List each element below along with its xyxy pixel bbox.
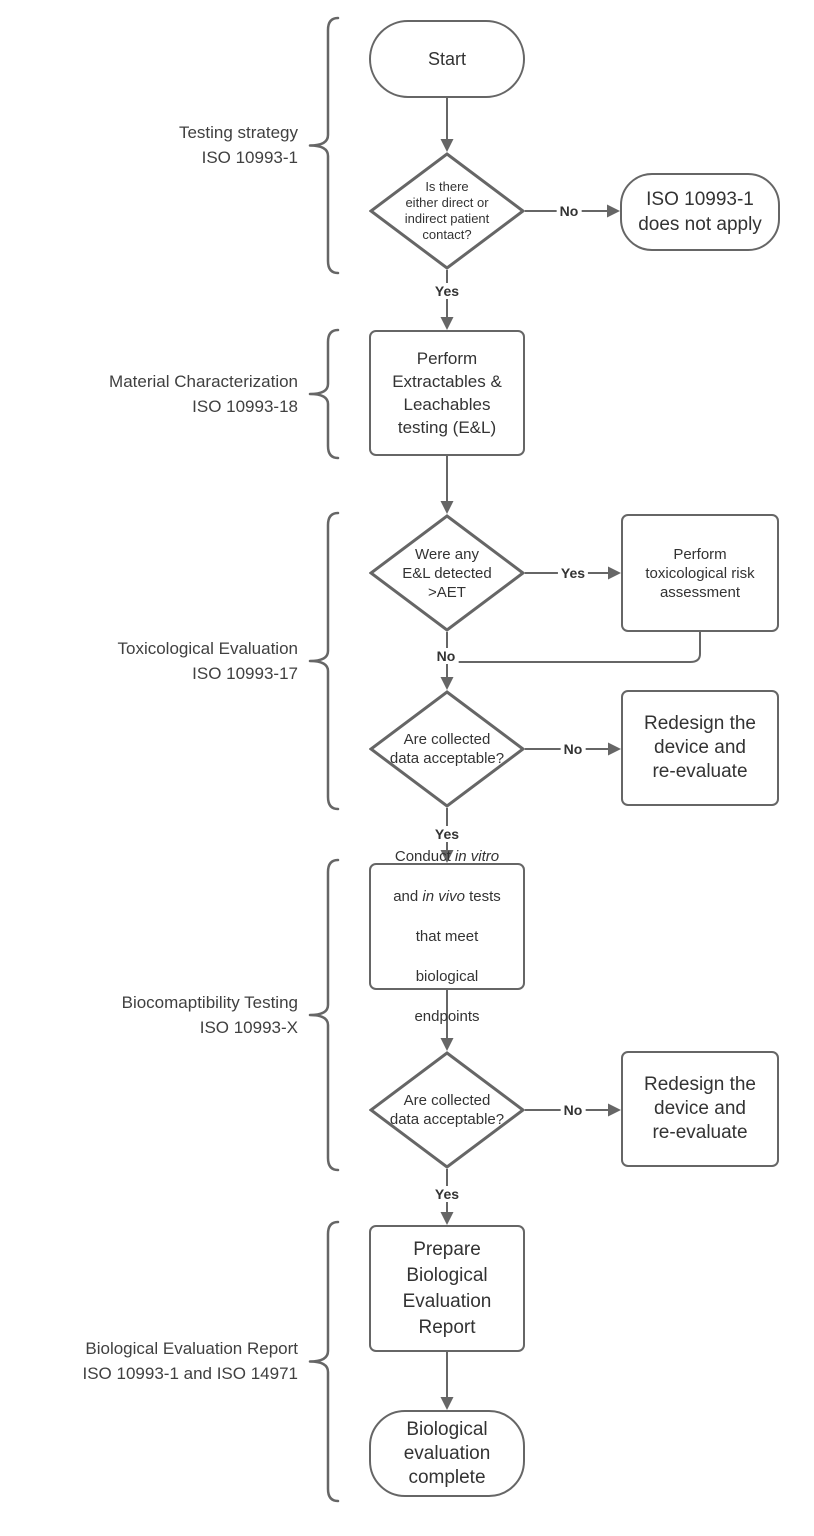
node-evaluation-complete: Biological evaluation complete [369, 1410, 525, 1497]
node-data-decision-1-label: Are collected data acceptable? [389, 731, 505, 767]
text-segment: tests [464, 887, 501, 905]
node-aet-decision: Were any E&L detected >AET [369, 514, 525, 632]
node-prepare-report: Prepare Biological Evaluation Report [369, 1225, 525, 1352]
node-does-not-apply: ISO 10993-1 does not apply [620, 173, 780, 251]
node-redesign-2-label: Redesign the device and re-evaluate [644, 1074, 756, 1143]
section-label-line: Toxicological Evaluation [117, 639, 299, 658]
diamond-shape-icon [369, 1051, 525, 1169]
section-label-line: ISO 10993-17 [192, 664, 298, 683]
section-label-line: Biological Evaluation Report [85, 1339, 298, 1358]
node-start: Start [369, 20, 525, 98]
text-segment: and [393, 887, 423, 905]
line-toxrisk-return [447, 632, 701, 663]
arrow-eandl-to-aet [440, 456, 454, 514]
edge-label-contact-no: No [556, 203, 582, 219]
node-redesign-1-label: Redesign the device and re-evaluate [644, 713, 756, 782]
node-redesign-2: Redesign the device and re-evaluate [621, 1051, 779, 1167]
node-tox-risk-assessment-label: Perform toxicological risk assessment [645, 545, 755, 601]
edge-label-data1-yes: Yes [431, 826, 463, 842]
edge-label-aet-no: No [433, 648, 459, 664]
node-eandl-testing: Perform Extractables & Leachables testin… [369, 330, 525, 456]
text-segment: Conduct [394, 847, 455, 865]
section-label-line: ISO 10993-18 [192, 397, 298, 416]
node-redesign-1: Redesign the device and re-evaluate [621, 690, 779, 806]
node-contact-decision-label: Is there either direct or indirect patie… [404, 179, 490, 242]
edge-label-data2-no: No [560, 1102, 586, 1118]
node-tox-risk-assessment: Perform toxicological risk assessment [621, 514, 779, 632]
diamond-shape-icon [369, 152, 525, 270]
section-label-testing-strategy: Testing strategy ISO 10993-1 [18, 120, 298, 170]
node-start-label: Start [427, 48, 466, 69]
node-data-decision-2: Are collected data acceptable? [369, 1051, 525, 1169]
node-conduct-tests: Conduct in vitro and in vivo tests that … [369, 848, 525, 1025]
section-label-line: ISO 10993-1 and ISO 14971 [82, 1364, 299, 1383]
section-label-line: Testing strategy [178, 123, 298, 142]
section-label-material-characterization: Material Characterization ISO 10993-18 [18, 369, 298, 419]
brace-biocompatibility-testing [308, 858, 340, 1172]
node-contact-decision: Is there either direct or indirect patie… [369, 152, 525, 270]
section-label-line: ISO 10993-X [199, 1018, 298, 1037]
node-does-not-apply-label: ISO 10993-1 does not apply [638, 189, 762, 235]
brace-biological-evaluation-report [308, 1220, 340, 1503]
text-segment: endpoints [414, 1007, 480, 1025]
node-eandl-testing-label: Perform Extractables & Leachables testin… [392, 349, 502, 437]
edge-label-contact-yes: Yes [431, 283, 463, 299]
brace-material-characterization [308, 328, 340, 460]
section-label-biological-evaluation-report: Biological Evaluation Report ISO 10993-1… [18, 1336, 299, 1386]
arrow-prepare-to-complete [440, 1352, 454, 1410]
diamond-shape-icon [369, 690, 525, 808]
text-segment-italic: in vivo [422, 887, 465, 905]
section-label-line: Material Characterization [109, 372, 298, 391]
node-prepare-report-label: Prepare Biological Evaluation Report [402, 1238, 492, 1338]
section-label-line: ISO 10993-1 [201, 148, 298, 167]
brace-testing-strategy [308, 16, 340, 275]
node-data-decision-1: Are collected data acceptable? [369, 690, 525, 808]
edge-label-data1-no: No [560, 741, 586, 757]
diamond-shape-icon [369, 514, 525, 632]
arrow-conduct-to-data2 [440, 990, 454, 1051]
brace-toxicological-evaluation [308, 511, 340, 811]
node-conduct-tests-label: Conduct in vitro and in vivo tests that … [393, 827, 501, 1027]
edge-label-aet-yes: Yes [557, 565, 589, 581]
node-data-decision-2-label: Are collected data acceptable? [389, 1092, 505, 1128]
text-segment-italic: in vitro [454, 847, 500, 865]
arrow-start-to-contact [440, 98, 454, 152]
text-segment: that meet [415, 927, 479, 945]
section-label-toxicological-evaluation: Toxicological Evaluation ISO 10993-17 [18, 636, 299, 686]
node-evaluation-complete-label: Biological evaluation complete [403, 1418, 491, 1488]
node-aet-decision-label: Were any E&L detected >AET [402, 545, 492, 601]
section-label-line: Biocomaptibility Testing [121, 993, 298, 1012]
edge-label-data2-yes: Yes [431, 1186, 463, 1202]
section-label-biocompatibility-testing: Biocomaptibility Testing ISO 10993-X [18, 990, 298, 1040]
arrow-contact-yes [440, 270, 454, 330]
text-segment: biological [415, 967, 479, 985]
